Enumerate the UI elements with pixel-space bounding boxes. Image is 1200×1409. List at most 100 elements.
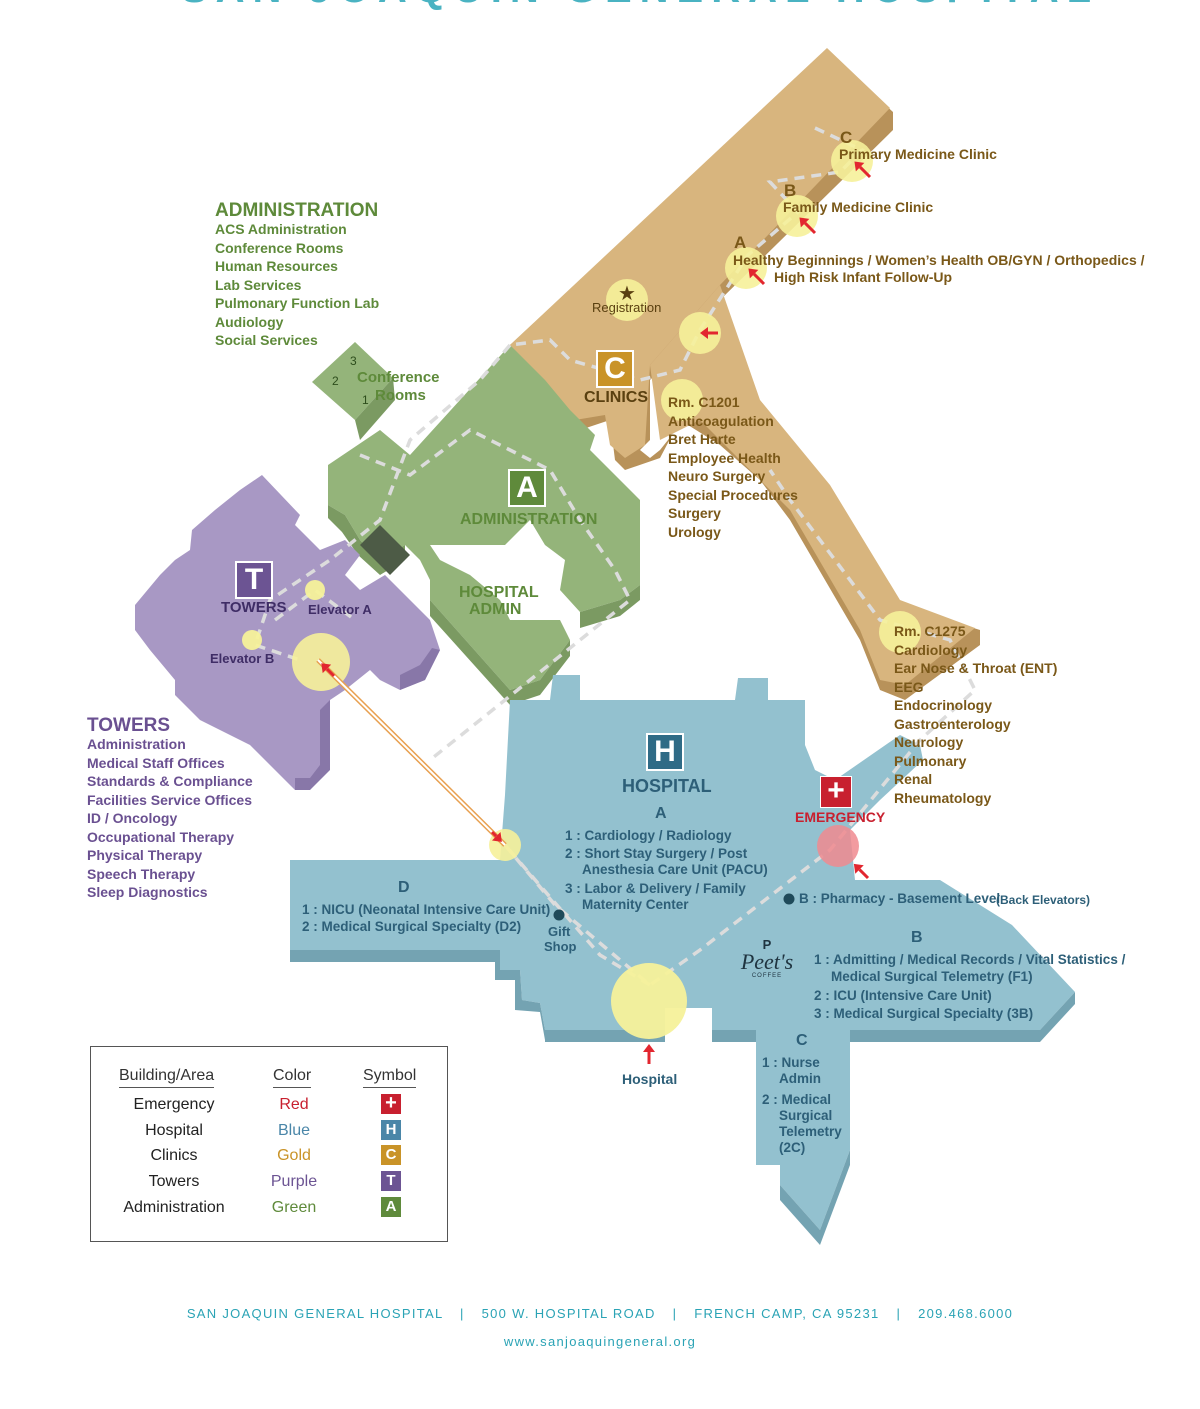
registration-marker[interactable] <box>606 279 648 321</box>
arrow-icon <box>799 217 817 235</box>
administration-item: Conference Rooms <box>215 239 344 256</box>
clinic-item: Surgery <box>668 505 721 521</box>
wing-a-line: Anesthesia Care Unit (PACU) <box>582 862 768 877</box>
arrow-icon <box>853 863 870 880</box>
arrow-icon <box>321 663 336 678</box>
towers-building[interactable] <box>135 475 440 790</box>
hospital-symbol: H <box>646 733 684 771</box>
elevator-b-label: Elevator B <box>210 651 275 666</box>
clinic-item: Neuro Surgery <box>668 468 766 484</box>
primary-medicine-letter: C <box>840 128 853 147</box>
arrow-icons <box>321 161 872 1064</box>
wing-c-line: Surgical <box>779 1108 833 1123</box>
clinic-item: Rm. C1275 <box>894 623 966 639</box>
clinic-item: Anticoagulation <box>668 412 774 429</box>
elevator-b-marker[interactable] <box>242 630 262 650</box>
wing-b-line: 2 : ICU (Intensive Care Unit) <box>814 988 992 1003</box>
emergency-legend-icon: + <box>381 1093 401 1114</box>
hospital-legend-icon: H <box>381 1120 401 1140</box>
primary-medicine-label[interactable]: Primary Medicine Clinic <box>839 146 997 162</box>
arrow-icon <box>854 161 872 179</box>
towers-item: Speech Therapy <box>87 865 196 882</box>
healthy-beginnings-label-2[interactable]: High Risk Infant Follow-Up <box>774 269 953 285</box>
administration-legend-icon: A <box>381 1197 401 1217</box>
elevator-a-marker[interactable] <box>305 580 325 600</box>
arrow-icon <box>748 268 766 286</box>
legend-color: Green <box>271 1199 317 1216</box>
wing-a-letter: A <box>655 805 667 822</box>
arrow-icon <box>700 327 718 339</box>
legend-header-symbol: Symbol <box>363 1067 417 1088</box>
wing-c-letter: C <box>796 1032 808 1049</box>
family-medicine-label[interactable]: Family Medicine Clinic <box>783 199 934 215</box>
hospital-entrance-marker[interactable] <box>611 963 687 1039</box>
wing-b-line: 1 : Admitting / Medical Records / Vital … <box>814 952 1126 967</box>
clinic-item: Cardiology <box>894 641 968 658</box>
footer-address: 500 W. HOSPITAL ROAD <box>481 1306 656 1321</box>
towers-item: Standards & Compliance <box>87 773 253 789</box>
wing-d-line: 1 : NICU (Neonatal Intensive Care Unit) <box>302 902 551 917</box>
emergency-entrance-marker[interactable] <box>817 825 859 867</box>
administration-building[interactable] <box>312 342 640 705</box>
towers-item: Administration <box>87 736 186 752</box>
legend-color: Blue <box>277 1122 311 1139</box>
footer-separator: | <box>672 1306 678 1321</box>
rm-c1201-marker[interactable] <box>661 379 703 421</box>
wing-a-line: 2 : Short Stay Surgery / Post <box>565 846 748 861</box>
emergency-symbol: + <box>820 776 852 808</box>
conference-room-number: 2 <box>332 374 339 388</box>
wing-b-letter: B <box>911 929 923 946</box>
peets-logo: P Peet's COFFEE <box>737 938 797 979</box>
conference-rooms-label-2: Rooms <box>375 387 426 404</box>
hospital-building[interactable] <box>290 675 1075 1245</box>
footer-website[interactable]: www.sanjoaquingeneral.org <box>503 1334 697 1349</box>
footer-phone[interactable]: 209.468.6000 <box>918 1306 1014 1321</box>
towers-building-label: TOWERS <box>221 599 287 616</box>
rm-c1275-marker[interactable] <box>879 611 921 653</box>
clinic-item: Bret Harte <box>668 431 736 447</box>
family-medicine-letter: B <box>784 181 797 200</box>
administration-item: Human Resources <box>215 258 338 274</box>
pharmacy-dot[interactable] <box>783 893 795 905</box>
healthy-beginnings-label-1[interactable]: Healthy Beginnings / Women’s Health OB/G… <box>733 252 1145 268</box>
legend-area: Clinics <box>150 1147 198 1164</box>
wing-c-line: 1 : Nurse <box>762 1055 820 1070</box>
legend-color: Purple <box>270 1173 318 1190</box>
gift-shop-label-1[interactable]: Gift <box>548 924 571 939</box>
administration-heading: ADMINISTRATION <box>215 200 379 221</box>
administration-item: ACS Administration <box>215 221 347 237</box>
legend-area: Emergency <box>133 1096 215 1113</box>
emergency-label: EMERGENCY <box>795 809 886 825</box>
wing-d-line: 2 : Medical Surgical Specialty (D2) <box>302 919 522 934</box>
registration-star-icon: ★ <box>618 283 636 305</box>
towers-hospital-connector <box>316 658 507 847</box>
administration-building-label: ADMINISTRATION <box>460 511 598 528</box>
administration-item: Lab Services <box>215 276 302 293</box>
wing-a-line: Maternity Center <box>582 897 689 912</box>
page-title: SAN JOAQUIN GENERAL HOSPITAL <box>181 0 1099 11</box>
wing-c-line: Telemetry <box>779 1124 842 1139</box>
legend: Building/Area Color Symbol Emergency Red… <box>90 1046 448 1242</box>
elevator-a-label: Elevator A <box>308 602 372 617</box>
clinics-legend-icon: C <box>381 1145 401 1165</box>
legend-area: Hospital <box>145 1122 203 1139</box>
clinic-item: Endocrinology <box>894 697 992 713</box>
gift-shop-dot[interactable] <box>553 909 565 921</box>
legend-area: Towers <box>148 1173 200 1190</box>
towers-item: Medical Staff Offices <box>87 754 225 771</box>
pharmacy-label[interactable]: B : Pharmacy - Basement Level <box>799 891 1001 906</box>
hospital-admin-label-2: ADMIN <box>469 601 522 618</box>
conference-rooms-label-1: Conference <box>357 369 440 386</box>
footer-name: SAN JOAQUIN GENERAL HOSPITAL <box>186 1306 444 1321</box>
administration-item: Audiology <box>215 313 284 330</box>
footer-separator: | <box>896 1306 902 1321</box>
clinic-item: Rheumatology <box>894 789 992 806</box>
conference-room-number: 3 <box>350 354 357 368</box>
gift-shop-label-2[interactable]: Shop <box>544 939 577 954</box>
hospital-entrance-label[interactable]: Hospital <box>622 1071 678 1087</box>
towers-item: Facilities Service Offices <box>87 791 252 808</box>
legend-header-color: Color <box>273 1067 312 1088</box>
healthy-beginnings-letter: A <box>734 233 747 252</box>
clinic-item: Urology <box>668 523 721 540</box>
administration-list: ACS Administration Conference Rooms Huma… <box>215 220 379 350</box>
